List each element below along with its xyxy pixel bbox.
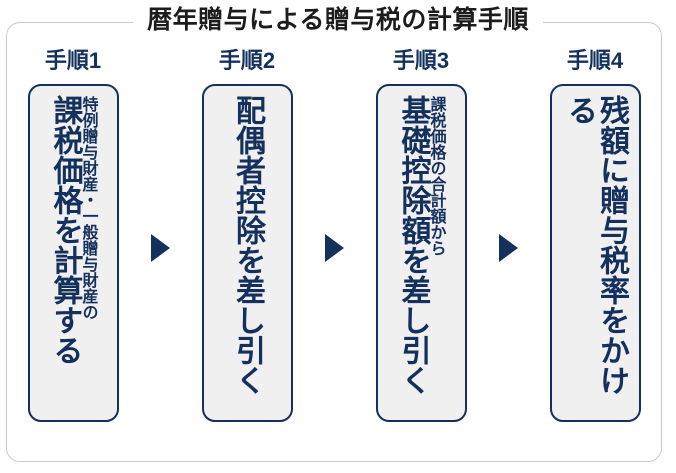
arrow-right-icon [150,234,170,262]
step-2-main-text: 配偶者控除を差し引く [230,95,265,395]
step-2: 手順2 配偶者控除を差し引く [188,48,306,422]
step-3-label: 手順3 [392,48,450,73]
step-3-lead-text: 課税価格の合計額から [427,96,447,256]
step-2-box: 配偶者控除を差し引く [201,84,293,422]
arrow-2-to-3 [306,48,362,440]
step-4-main-text: 残額に贈与税率をかける [562,95,629,395]
steps-flow: 手順1 特例贈与財産・一般贈与財産の 課税価格を計算する 手順2 配偶者控除を差… [6,48,662,440]
step-1-main-text: 課税価格を計算する [47,95,83,365]
step-4-label: 手順4 [566,48,624,73]
step-3-box: 課税価格の合計額から 基礎控除額を差し引く [375,84,467,422]
arrow-right-icon [324,234,344,262]
step-2-label: 手順2 [218,48,276,73]
step-1-box: 特例贈与財産・一般贈与財産の 課税価格を計算する [27,84,119,422]
step-3-main-text: 基礎控除額を差し引く [395,95,431,395]
arrow-1-to-2 [132,48,188,440]
step-1-lead-text: 特例贈与財産・一般贈与財産の [79,96,99,320]
arrow-3-to-4 [480,48,536,440]
step-3: 手順3 課税価格の合計額から 基礎控除額を差し引く [362,48,480,422]
step-1-label: 手順1 [44,48,102,73]
step-4: 手順4 残額に贈与税率をかける [536,48,654,422]
arrow-right-icon [498,234,518,262]
step-1: 手順1 特例贈与財産・一般贈与財産の 課税価格を計算する [14,48,132,422]
step-4-box: 残額に贈与税率をかける [549,84,641,422]
